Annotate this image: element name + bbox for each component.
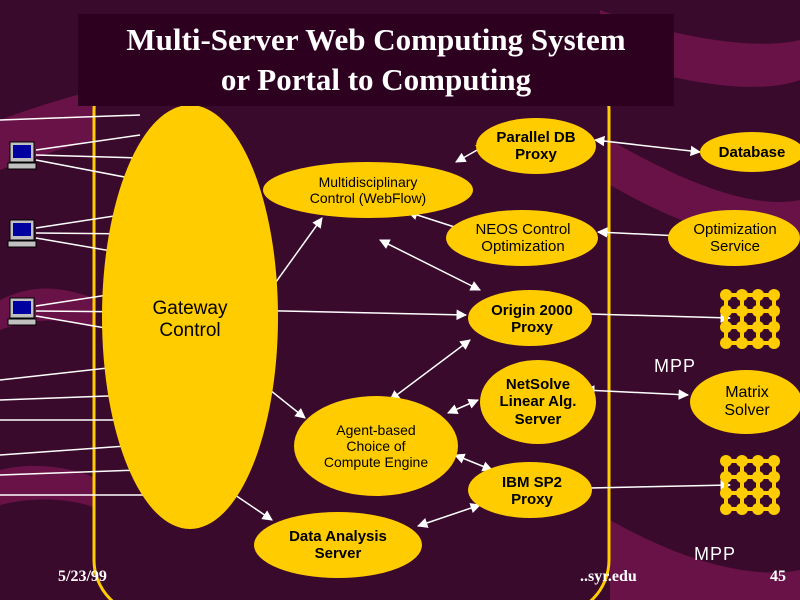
computer-icon	[7, 297, 37, 326]
gateway-shape	[102, 105, 278, 529]
mpp-lattice-icon	[720, 455, 780, 515]
connection-arrows	[209, 135, 732, 528]
footer-date: 5/23/99	[58, 568, 107, 585]
mpp-label: MPP	[694, 544, 737, 564]
database-label: Database	[718, 144, 786, 162]
netsolve-label: NetSolve Linear Alg. Server	[499, 376, 577, 428]
neos-shape	[446, 210, 598, 266]
multidisciplinary-shape	[263, 162, 473, 218]
footer-page-number: 45	[770, 568, 786, 585]
computer-icon	[7, 141, 37, 170]
mpp-lattice-icon	[720, 289, 780, 349]
agent-label: Agent-based Choice of Compute Engine	[323, 421, 429, 471]
matrix-solver-shape	[690, 370, 800, 434]
origin-shape	[468, 290, 592, 346]
agent-shape	[294, 396, 458, 496]
database-shape	[700, 132, 800, 172]
optimization-service-label: Optimization Service	[693, 220, 777, 255]
ibm-shape	[468, 462, 592, 518]
parallel-db-shape	[476, 118, 596, 174]
node-shapes	[102, 105, 800, 578]
multidisciplinary-label: Multidisciplinary Control (WebFlow)	[309, 173, 427, 206]
data-analysis-label: Data Analysis Server	[289, 527, 387, 562]
data-analysis-shape	[254, 512, 422, 578]
ibm-label: IBM SP2 Proxy	[501, 473, 562, 508]
parallel-db-label: Parallel DB Proxy	[496, 128, 576, 163]
mpp-label: MPP	[654, 356, 697, 376]
computer-icon	[7, 219, 37, 248]
netsolve-shape	[480, 360, 596, 444]
neos-label: NEOS Control Optimization	[475, 220, 571, 255]
matrix-solver-label: Matrix Solver	[724, 383, 770, 419]
footer-url: ..syr.edu	[580, 568, 637, 585]
gateway-label: Gateway Control	[152, 298, 228, 341]
optimization-service-shape	[668, 210, 800, 266]
origin-label: Origin 2000 Proxy	[491, 301, 573, 336]
page-title: Multi-Server Web Computing System or Por…	[78, 14, 674, 106]
